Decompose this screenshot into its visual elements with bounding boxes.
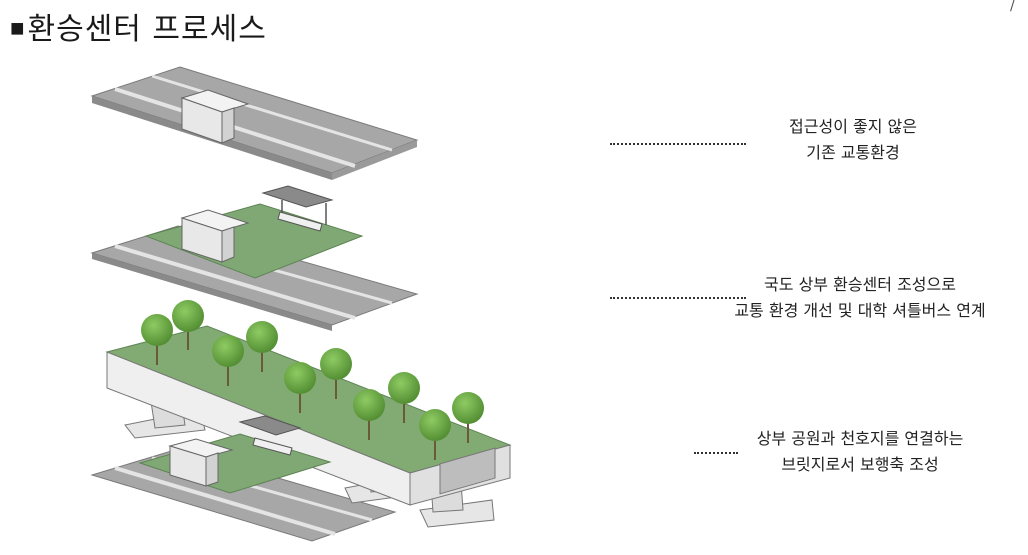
shelter-side — [221, 226, 235, 263]
tree-icon — [353, 389, 385, 440]
road-surface — [90, 66, 419, 174]
canopy-bench — [277, 211, 323, 232]
layer-existing-road — [90, 66, 419, 180]
tree-icon — [320, 348, 352, 399]
annotation-3: 상부 공원과 천호지를 연결하는 브릿지로서 보행축 조성 — [740, 426, 980, 478]
tree-icon — [172, 300, 204, 350]
lane-line — [114, 87, 356, 168]
annotation-1-line-1: 접근성이 좋지 않은 — [789, 117, 917, 136]
road-edge — [92, 253, 332, 331]
leader-line-2 — [610, 297, 746, 299]
layer-bridge — [90, 300, 512, 542]
page-title: ■환승센터 프로세스 — [10, 4, 267, 48]
annotation-1: 접근성이 좋지 않은 기존 교통환경 — [748, 114, 958, 166]
bridge-pier — [419, 499, 495, 528]
canopy-roof — [261, 185, 334, 208]
annotation-3-line-2: 브릿지로서 보행축 조성 — [781, 455, 939, 474]
annotation-2-line-2: 교통 환경 개선 및 대학 셔틀버스 연계 — [734, 301, 986, 320]
tree-icon — [284, 362, 316, 413]
leader-line-3 — [694, 452, 738, 454]
title-text: 환승센터 프로세스 — [27, 12, 267, 47]
lane-line — [151, 74, 393, 152]
shelter-side — [221, 107, 235, 144]
tree-icon — [419, 409, 451, 460]
tree-icon — [388, 372, 420, 423]
annotation-2: 국도 상부 환승센터 조성으로 교통 환경 개선 및 대학 셔틀버스 연계 — [700, 272, 1020, 324]
title-square-icon: ■ — [10, 14, 26, 42]
layer-park-road — [90, 185, 419, 331]
corner-mark: / — [1010, 0, 1015, 14]
annotation-2-line-1: 국도 상부 환승센터 조성으로 — [764, 275, 956, 294]
lane-line — [114, 244, 356, 320]
tree-icon — [212, 335, 244, 386]
annotation-3-line-1: 상부 공원과 천호지를 연결하는 — [756, 429, 964, 448]
tree-icon — [246, 321, 278, 372]
tree-icon — [141, 314, 173, 365]
tree-icon — [452, 392, 484, 443]
trees — [141, 300, 484, 460]
road-edge-right — [332, 140, 417, 180]
leader-line-1 — [610, 143, 746, 145]
annotation-1-line-2: 기존 교통환경 — [806, 143, 900, 162]
